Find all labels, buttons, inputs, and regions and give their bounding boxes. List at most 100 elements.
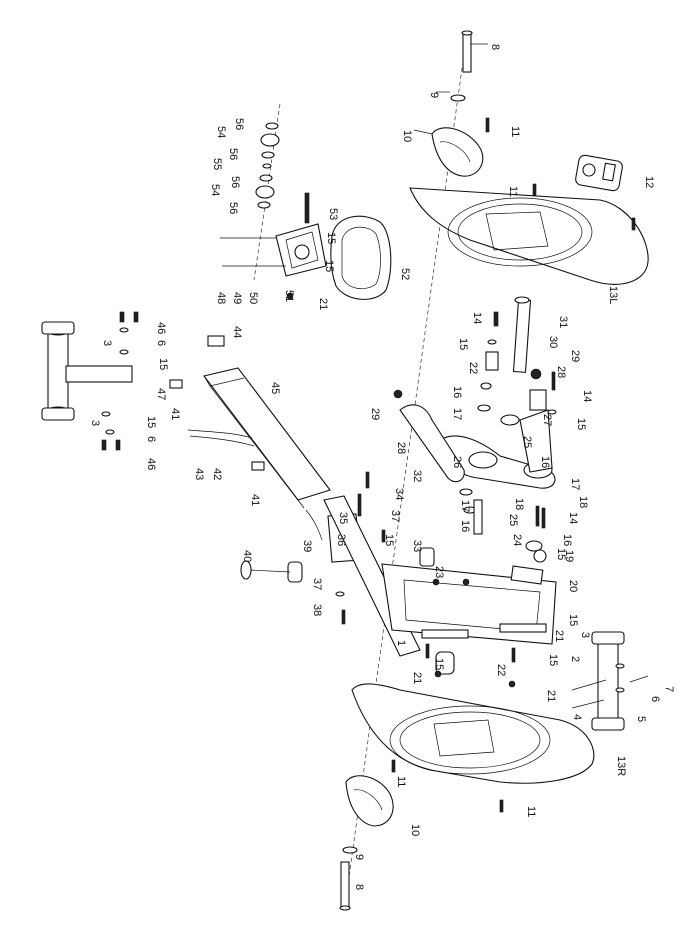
shroud-right [351, 683, 595, 813]
part-label-p40: 40 [241, 550, 253, 562]
part-label-p18-b: 18 [577, 496, 589, 508]
part-label-p22-b: 22 [495, 664, 507, 676]
part-label-p12: 12 [643, 176, 655, 188]
part-label-p31: 31 [557, 316, 569, 328]
part-label-p11-d: 11 [525, 806, 537, 817]
part-label-p11-a: 11 [509, 126, 521, 137]
axle-top [461, 30, 488, 73]
part-label-p16-a: 16 [451, 386, 463, 398]
crank-arm-upper [512, 296, 532, 373]
part-label-p56-b: 56 [227, 148, 239, 160]
part-label-p16-c: 16 [459, 520, 471, 532]
part-label-p2: 2 [569, 656, 581, 662]
part-label-p17-a: 17 [451, 408, 463, 420]
part-label-p21-c: 21 [411, 672, 423, 684]
part-label-p9-top: 9 [428, 92, 440, 98]
part-label-p41-a: 41 [169, 408, 181, 420]
part-label-p6-b: 6 [145, 436, 157, 442]
part-label-p23: 23 [433, 566, 445, 578]
main-frame [323, 495, 557, 675]
part-label-p33: 33 [411, 540, 423, 552]
tension-knob [240, 547, 435, 583]
part-label-p3-c: 3 [579, 632, 591, 638]
part-label-p15-i: 15 [567, 614, 579, 626]
part-label-p15-j: 15 [433, 658, 445, 670]
seat-carriage [220, 192, 327, 300]
part-label-p15-a: 15 [325, 232, 337, 244]
seat-pad [330, 215, 392, 300]
part-label-p9-bot: 9 [353, 854, 365, 860]
small-parts-crank [393, 311, 557, 426]
part-label-p19: 19 [563, 550, 575, 562]
part-label-p16-d: 16 [561, 534, 573, 546]
part-label-p1: 1 [395, 640, 407, 646]
part-label-p44: 44 [231, 326, 243, 338]
axle-group-mid [357, 471, 547, 563]
part-label-p37-b: 37 [311, 578, 323, 590]
part-label-p15-g: 15 [555, 548, 567, 560]
part-label-p17-c: 17 [459, 500, 471, 512]
part-label-p3-b: 3 [89, 420, 101, 426]
part-label-p10-bot: 10 [409, 824, 421, 836]
part-label-p15-e: 15 [457, 338, 469, 350]
part-label-p15-d: 15 [145, 416, 157, 428]
part-label-p11-c: 11 [395, 776, 407, 787]
part-label-p32: 32 [411, 470, 423, 482]
part-label-p15-k: 15 [547, 654, 559, 666]
part-label-p18-a: 18 [513, 498, 525, 510]
part-label-p3-a: 3 [101, 340, 113, 346]
part-label-p6-c: 6 [649, 696, 661, 702]
part-label-p14-a: 14 [471, 312, 483, 324]
part-label-p56-d: 56 [227, 202, 239, 214]
seat-rail [203, 367, 331, 509]
washer-top [436, 91, 466, 102]
assembly-axis [344, 39, 467, 906]
part-label-p28-a: 28 [555, 366, 567, 378]
part-label-p56-a: 56 [233, 118, 245, 130]
part-label-p25-a: 25 [521, 436, 533, 448]
part-label-p14-c: 14 [567, 512, 579, 524]
part-label-p15-h: 15 [383, 534, 395, 546]
part-label-p52: 52 [399, 268, 411, 280]
part-label-p41-b: 41 [249, 494, 261, 506]
part-label-p11-b: 11 [507, 186, 519, 197]
part-label-p6-a: 6 [155, 340, 167, 346]
crank-linkage [399, 404, 556, 489]
part-label-p5: 5 [635, 716, 647, 722]
stabilizer-bolts [101, 311, 139, 451]
part-label-p16-b: 16 [539, 456, 551, 468]
pedal-cap-top [413, 127, 484, 177]
frame-bolts [335, 591, 516, 688]
front-stabilizer [41, 321, 133, 421]
part-label-p30: 30 [547, 336, 559, 348]
part-label-p29-a: 29 [569, 350, 581, 362]
part-label-p45: 45 [269, 382, 281, 394]
part-label-p8-top: 8 [489, 44, 501, 50]
part-label-p26: 26 [451, 456, 463, 468]
part-label-p21-d: 21 [545, 690, 557, 702]
part-label-p13R: 13R [615, 756, 627, 776]
washer-bottom [342, 846, 358, 854]
part-label-p17-b: 17 [569, 478, 581, 490]
part-label-p46-a: 46 [155, 322, 167, 334]
part-label-p35: 35 [337, 512, 349, 524]
part-label-p15-f: 15 [575, 418, 587, 430]
part-label-p48: 48 [215, 292, 227, 304]
axle-bottom [339, 861, 351, 911]
part-label-p22-a: 22 [467, 362, 479, 374]
part-label-p47: 47 [155, 388, 167, 400]
part-label-p15-b: 15 [323, 260, 335, 272]
part-label-p20: 20 [567, 580, 579, 592]
console-cover [575, 154, 623, 192]
part-label-p25-b: 25 [507, 514, 519, 526]
part-label-p39: 39 [301, 540, 313, 552]
knob-41 [169, 379, 265, 471]
part-label-p29-b: 29 [369, 408, 381, 420]
part-label-p4: 4 [571, 714, 583, 720]
part-label-p36: 36 [335, 534, 347, 546]
part-label-p24: 24 [511, 534, 523, 546]
rear-stabilizer [571, 631, 649, 731]
part-label-p53: 53 [327, 208, 339, 220]
